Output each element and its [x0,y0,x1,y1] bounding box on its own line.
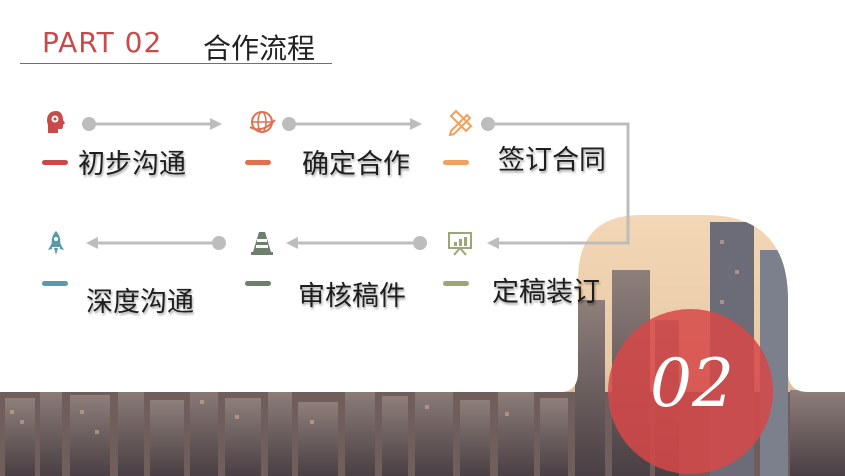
step-5-marker [245,281,271,286]
presentation-board-icon [446,229,474,257]
step-2-label: 确定合作 [302,149,410,180]
page-title: 合作流程 [203,32,316,65]
head-gear-icon [42,108,70,136]
step-4-marker [443,281,469,286]
globe-icon [248,108,276,136]
step-2-marker [245,160,271,165]
step-1-marker [42,160,68,165]
step-1-label: 初步沟通 [78,149,186,180]
step-3-marker [443,160,469,165]
step-3-label: 签订合同 [498,145,606,176]
step-5-label: 审核稿件 [298,281,406,312]
part-number: PART 02 [42,26,163,59]
section-number: 02 [650,345,734,422]
pencil-ruler-icon [446,108,474,137]
section-number-badge [608,309,773,474]
step-6-label: 深度沟通 [86,287,194,318]
traffic-cone-icon [248,229,276,257]
step-4-label: 定稿装订 [492,277,600,308]
step-6-marker [42,281,68,286]
title-underline [20,63,332,64]
rocket-icon [42,229,70,257]
